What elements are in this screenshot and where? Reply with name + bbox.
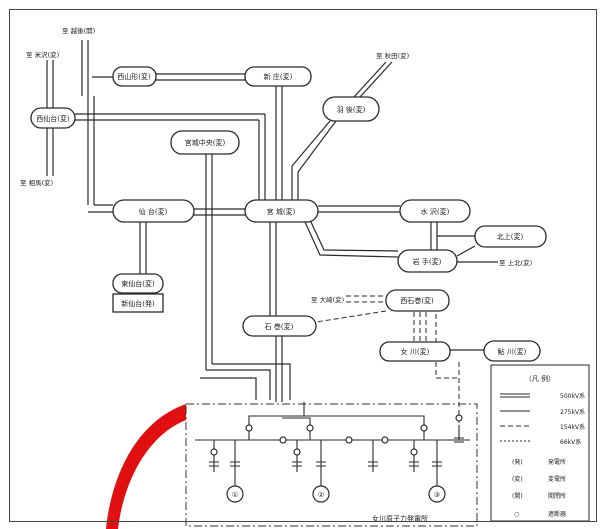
- label-to-akita: 至 秋田(変): [376, 51, 409, 60]
- legend-title: （凡 例）: [525, 374, 555, 383]
- legend-mark: (変): [512, 475, 523, 483]
- station-nishisendai: [30, 107, 76, 129]
- breaker-icon: [345, 436, 353, 444]
- label-miyagichuo: 宮城中央(変): [185, 138, 226, 147]
- plant-bus: [195, 402, 470, 488]
- label-iwate: 岩 手(変): [413, 257, 442, 266]
- label-ishinomaki: 石 巻(変): [265, 322, 294, 331]
- label-mizusawa: 水 沢(変): [421, 207, 450, 216]
- label-shinjo: 新 庄(変): [264, 72, 293, 81]
- breaker-icon: [381, 436, 389, 444]
- label-nishiyamagata: 西山形(変): [117, 72, 151, 81]
- label-shinsendai: 新仙台(発): [121, 299, 155, 308]
- legend-label: 154kV系: [560, 423, 585, 431]
- breakers: [210, 414, 463, 456]
- station-higashisendai: [112, 273, 164, 294]
- station-labels: 西山形(変) 新 庄(変) 西仙台(変) 羽 後(変) 宮城中央(変) 仙 台(…: [36, 72, 526, 356]
- external-labels: 至 越後(開) 至 米沢(変) 至 秋田(変) 至 相馬(変) 至 上北(変) …: [20, 26, 532, 304]
- dashed-lines: [315, 295, 460, 425]
- label-kitakami: 北上(変): [497, 232, 524, 241]
- legend-mark: (発): [512, 458, 523, 466]
- plant-enclosure: [185, 403, 478, 527]
- station-miyagi: [244, 199, 319, 223]
- legend-label: 66kV系: [560, 438, 581, 446]
- legend-label: 変電所: [548, 475, 566, 483]
- station-shapes: [30, 66, 547, 362]
- generator-icon: [312, 485, 330, 503]
- station-miyagichuo: [170, 130, 240, 155]
- legend-mark: (開): [512, 493, 523, 500]
- label-sendai: 仙 台(変): [139, 207, 168, 216]
- generator-label: ③: [434, 491, 440, 499]
- label-to-kamikita: 至 上北(変): [499, 258, 532, 267]
- highlight-arc: [106, 404, 186, 529]
- station-ishinomaki-west: [385, 289, 450, 312]
- breaker-icon: [306, 424, 314, 432]
- legend-mark: ○: [514, 511, 519, 518]
- station-iwate: [397, 249, 458, 273]
- station-mizusawa: [399, 199, 471, 223]
- generator-label: ①: [232, 491, 238, 499]
- breaker-icon: [245, 424, 253, 432]
- label-onagawa: 女 川(変): [401, 347, 430, 356]
- label-ishinomaki-west: 西石巻(変): [400, 296, 434, 305]
- legend-label: 開閉所: [548, 492, 566, 500]
- breaker-icon: [420, 424, 428, 432]
- label-to-oosaki: 至 大崎(変): [311, 295, 344, 304]
- label-to-yonezawa: 至 米沢(変): [26, 50, 59, 59]
- legend-label: 500kV系: [560, 392, 585, 400]
- generator-icon: [226, 485, 244, 503]
- generator-label: ②: [318, 491, 324, 499]
- legend-box: [490, 364, 590, 522]
- label-ayukawa: 鮎 川(変): [498, 347, 527, 356]
- generator-icon: [428, 485, 446, 503]
- breaker-icon: [279, 436, 287, 444]
- station-nishiyamagata: [112, 66, 157, 87]
- legend-label: 遮断器: [548, 510, 566, 518]
- transformer-marks: [209, 437, 464, 467]
- legend-label: 275kV系: [560, 408, 585, 416]
- breaker-icon: [410, 448, 418, 456]
- breaker-icon: [210, 448, 218, 456]
- label-haba: 羽 後(変): [337, 105, 366, 114]
- station-ishinomaki: [242, 315, 317, 337]
- station-haba: [322, 96, 380, 122]
- station-shinsendai: [112, 293, 164, 313]
- station-onagawa: [379, 341, 451, 362]
- legend-label: 発電所: [548, 458, 566, 466]
- label-higashisendai: 東仙台(変): [121, 279, 155, 288]
- plant-label: 女川原子力発電所: [372, 514, 428, 523]
- breaker-icon: [293, 448, 301, 456]
- label-to-souma: 至 相馬(変): [20, 178, 53, 187]
- station-sendai: [112, 199, 195, 223]
- grid-lines: [46, 40, 498, 402]
- station-kitakami: [474, 225, 547, 248]
- label-to-echigo: 至 越後(開): [62, 26, 95, 35]
- label-miyagi: 宮 城(変): [267, 207, 296, 216]
- legend: （凡 例） 500kV系 275kV系 154kV系 66kV系 (発) 発電所…: [490, 364, 590, 522]
- label-nishisendai: 西仙台(変): [36, 114, 70, 123]
- station-ayukawa: [483, 340, 541, 362]
- generators: ① ② ③: [226, 485, 446, 503]
- breaker-icon: [455, 414, 463, 422]
- station-shinjo: [244, 66, 312, 87]
